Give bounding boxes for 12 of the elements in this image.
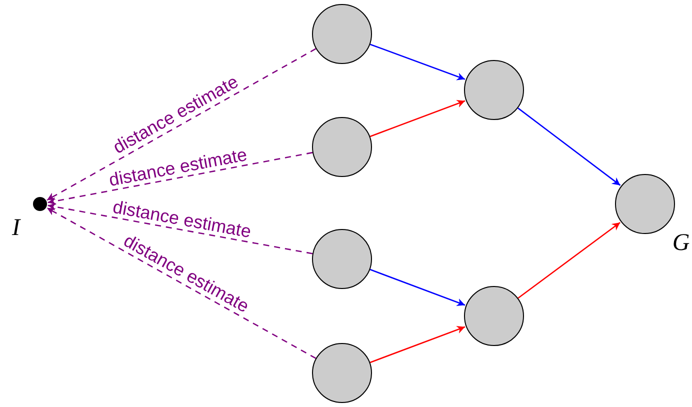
arrow bbox=[518, 222, 620, 299]
arrow bbox=[370, 268, 466, 306]
node-label: G bbox=[672, 231, 690, 255]
node-label: I bbox=[12, 216, 20, 240]
arrow bbox=[370, 44, 466, 80]
arrow bbox=[48, 152, 313, 205]
arrow bbox=[48, 202, 313, 254]
arrow bbox=[370, 326, 466, 364]
arrow bbox=[518, 108, 621, 186]
arrow bbox=[370, 100, 466, 138]
arrow bbox=[46, 207, 316, 359]
arrow bbox=[46, 48, 316, 201]
